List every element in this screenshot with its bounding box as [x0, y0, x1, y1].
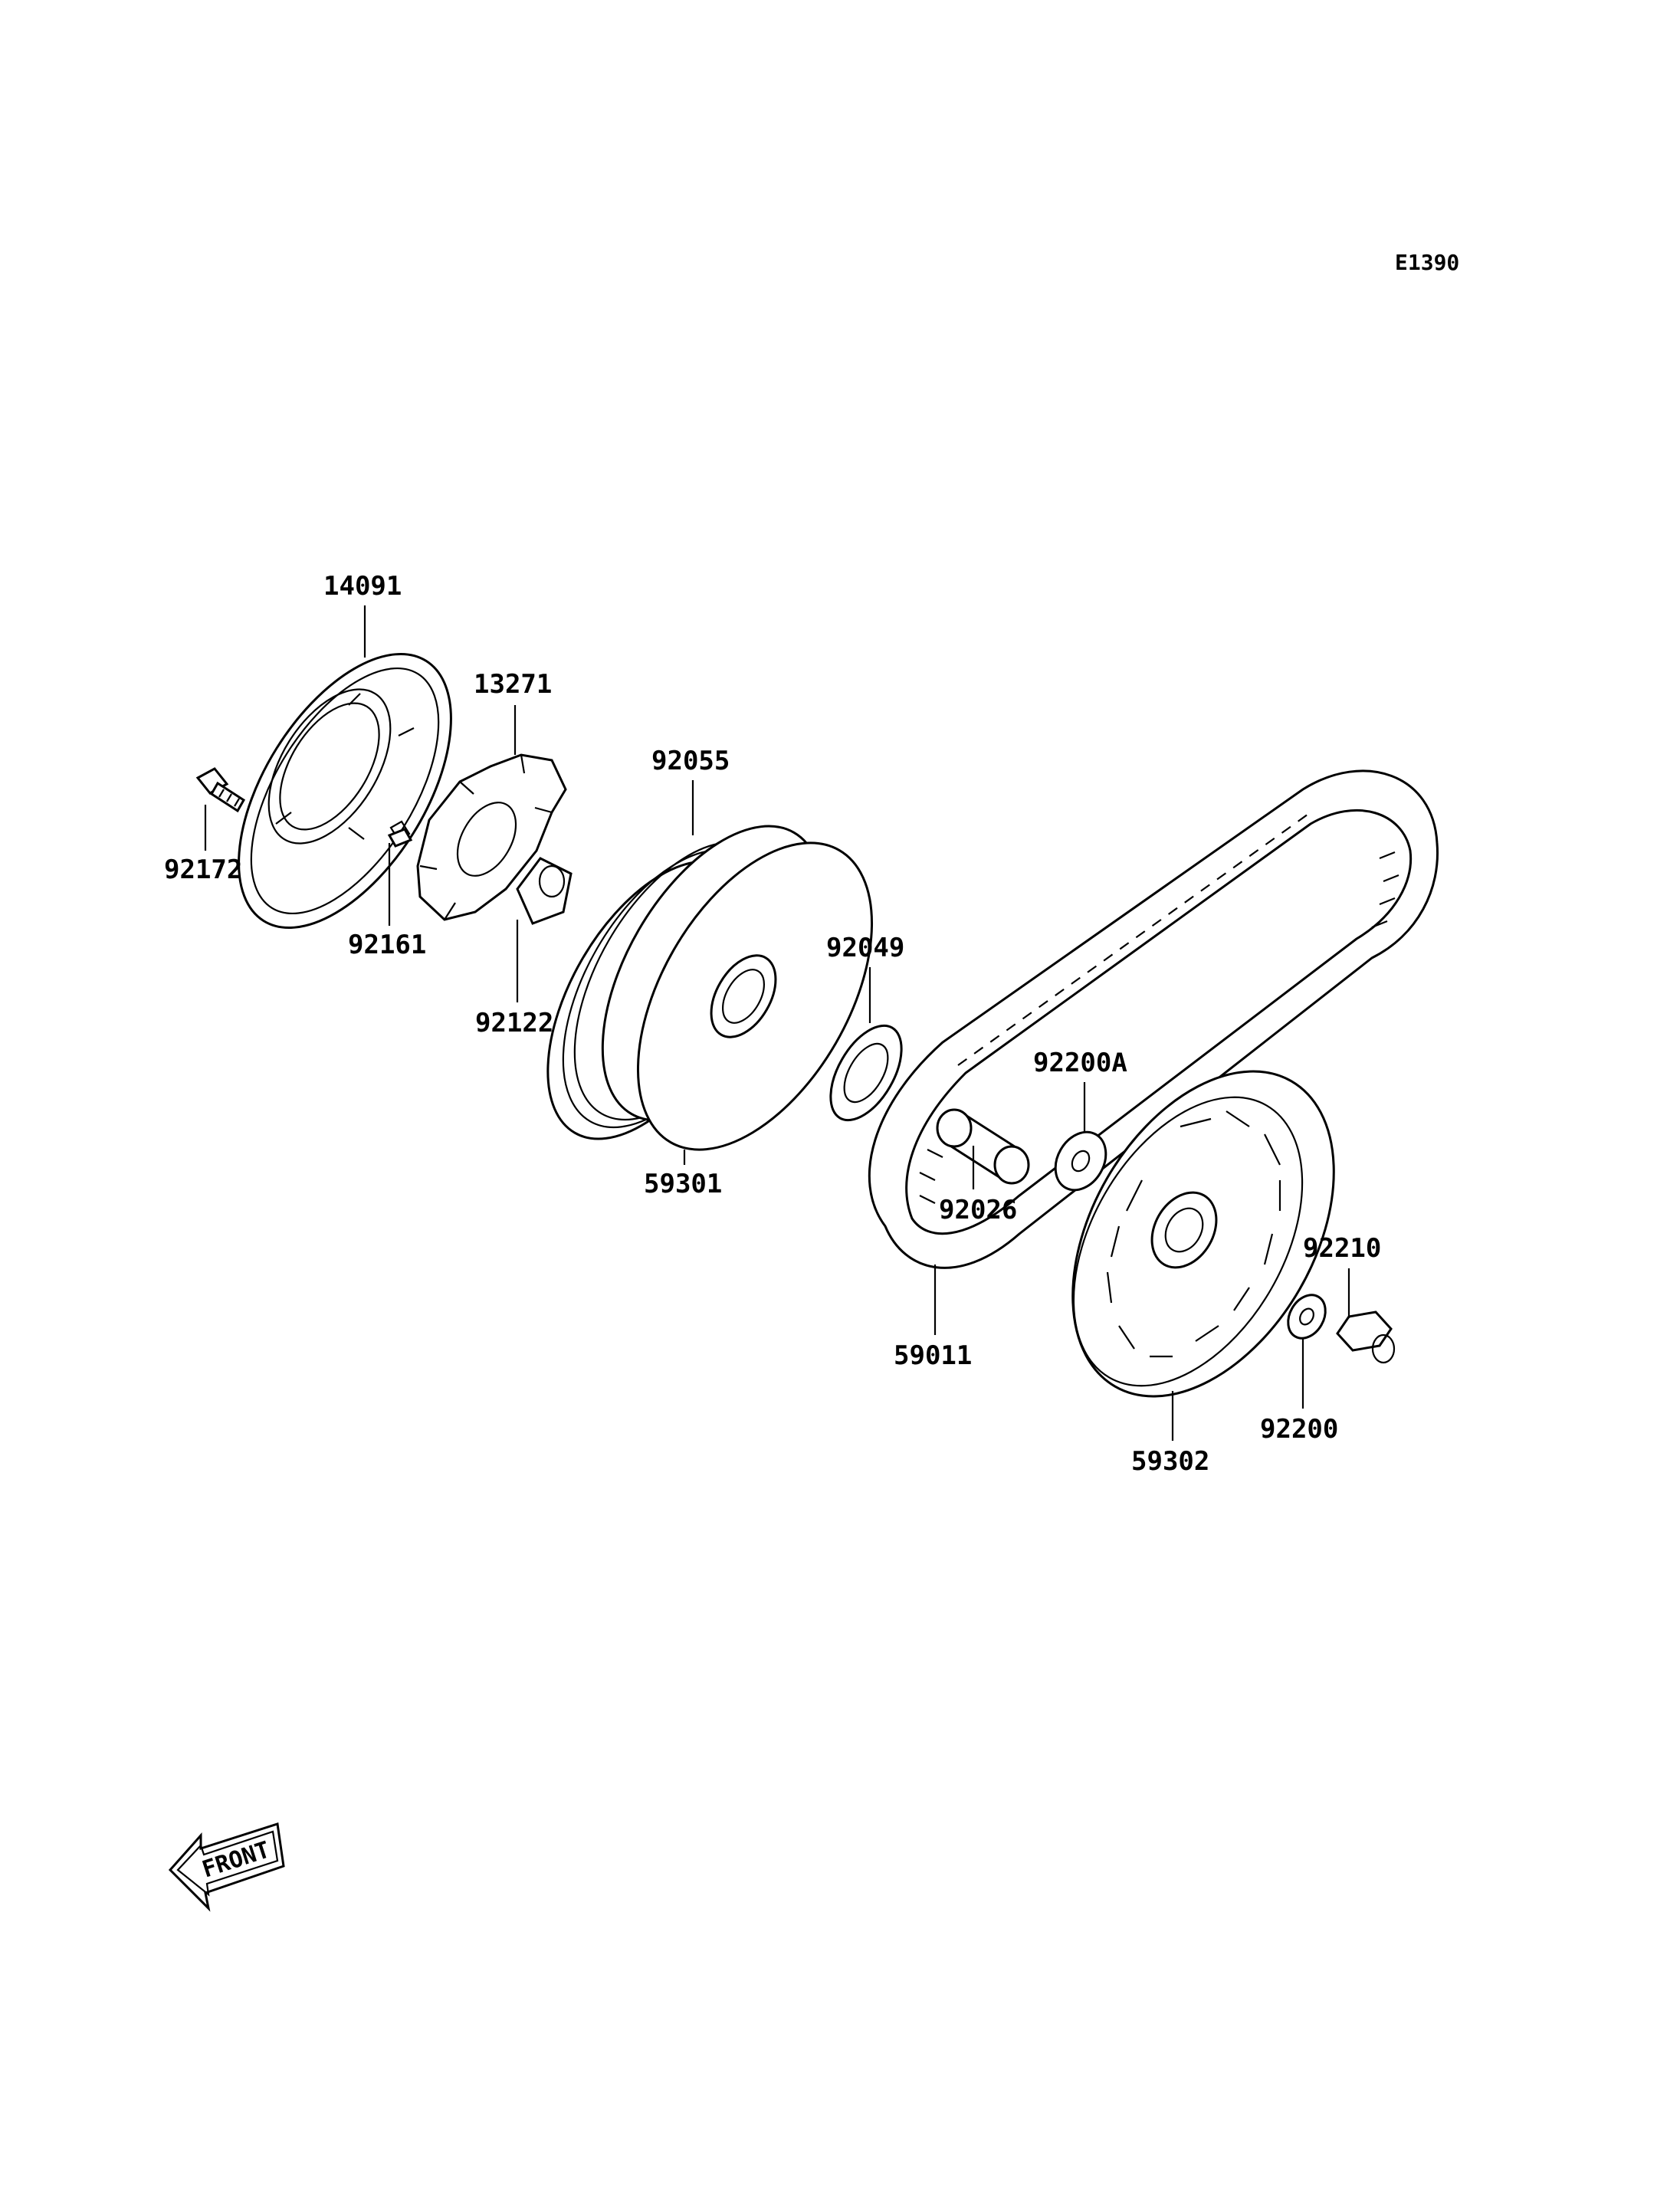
nut-92210: [1336, 1310, 1396, 1364]
label-92122: 92122: [475, 1008, 553, 1038]
label-59301: 59301: [644, 1169, 722, 1199]
label-92172: 92172: [164, 854, 242, 885]
collar-92049: [829, 1024, 903, 1122]
bolt-92172: [195, 767, 246, 813]
fan-pulley-59302: [1071, 1070, 1335, 1398]
label-92026: 92026: [939, 1195, 1017, 1225]
label-92200A: 92200A: [1033, 1048, 1127, 1078]
ramp-plate-13271: [416, 753, 567, 921]
cover-plate-14091: [238, 652, 452, 930]
diagram-reference: E1390: [1395, 250, 1459, 275]
label-14091: 14091: [323, 571, 402, 602]
label-92055: 92055: [651, 746, 730, 776]
label-92049: 92049: [826, 933, 904, 963]
washer-92200: [1287, 1294, 1327, 1340]
label-59011: 59011: [894, 1340, 972, 1371]
front-arrow-icon: FRONT: [168, 1822, 285, 1912]
leader-lines: [204, 605, 1350, 1441]
roller-92122: [516, 857, 573, 925]
label-92210: 92210: [1303, 1233, 1381, 1264]
clip-92161: [387, 828, 413, 848]
spacer-92026: [936, 1108, 1030, 1185]
v-belt-59011: [868, 769, 1439, 1269]
washer-92200A: [1054, 1130, 1107, 1192]
label-92200: 92200: [1260, 1414, 1338, 1445]
label-59302: 59302: [1131, 1446, 1209, 1477]
label-92161: 92161: [348, 930, 426, 960]
drive-pulley-59301: [546, 825, 874, 1151]
label-13271: 13271: [474, 669, 552, 700]
